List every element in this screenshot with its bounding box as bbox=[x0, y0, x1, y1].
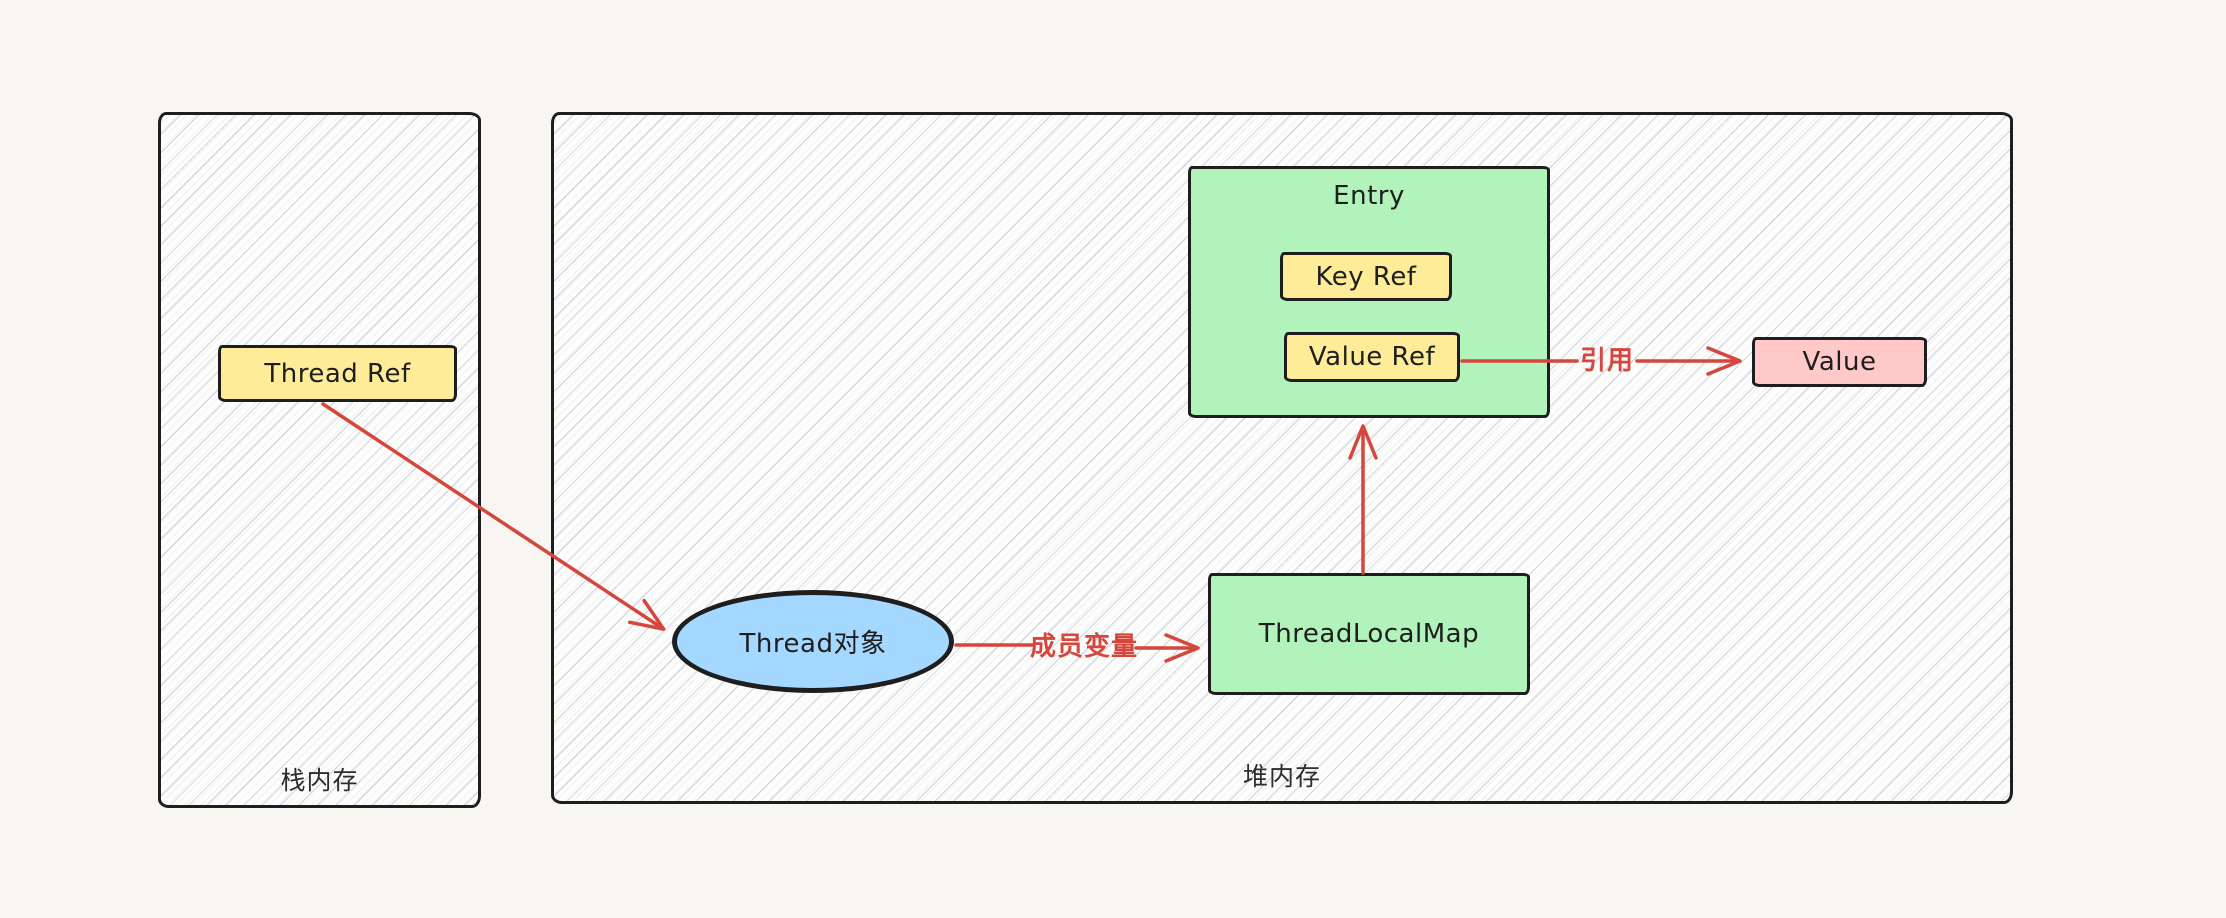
value-ref-node: Value Ref bbox=[1284, 332, 1460, 382]
value-ref-label: Value Ref bbox=[1308, 342, 1436, 372]
entry-label: Entry bbox=[1333, 181, 1405, 211]
reference-edge-label: 引用 bbox=[1579, 346, 1634, 376]
key-ref-label: Key Ref bbox=[1315, 261, 1417, 292]
value-node: Value bbox=[1752, 337, 1927, 387]
stack-memory-region: 栈内存 bbox=[158, 112, 481, 808]
thread-local-map-node: ThreadLocalMap bbox=[1208, 573, 1530, 695]
member-variable-edge-label: 成员变量 bbox=[1029, 632, 1138, 662]
key-ref-node: Key Ref bbox=[1280, 252, 1452, 301]
value-label: Value bbox=[1802, 347, 1877, 377]
thread-ref-label: Thread Ref bbox=[264, 358, 411, 389]
heap-memory-label: 堆内存 bbox=[1242, 762, 1321, 791]
thread-object-label: Thread对象 bbox=[739, 629, 887, 659]
stack-memory-label: 栈内存 bbox=[280, 766, 359, 795]
thread-local-map-label: ThreadLocalMap bbox=[1258, 619, 1480, 649]
thread-object-node: Thread对象 bbox=[672, 590, 954, 693]
thread-ref-node: Thread Ref bbox=[218, 345, 457, 402]
